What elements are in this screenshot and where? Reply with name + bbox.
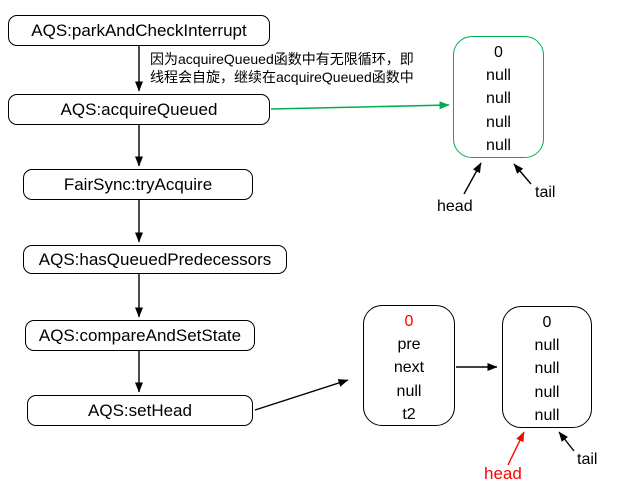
flow-box-park-and-check-interrupt: AQS:parkAndCheckInterrupt — [8, 15, 270, 46]
new-head-queue-node: 0 null null null null — [502, 306, 592, 428]
flow-box-label: AQS:parkAndCheckInterrupt — [31, 20, 247, 40]
node-field-next: next — [393, 359, 425, 377]
flow-box-label: AQS:setHead — [88, 400, 192, 420]
flow-box-label: AQS:hasQueuedPredecessors — [38, 249, 272, 269]
flow-box-set-head: AQS:setHead — [27, 395, 253, 426]
flow-box-has-queued-predecessors: AQS:hasQueuedPredecessors — [23, 245, 287, 274]
arrow-red-head-label-to-new-head-node — [507, 431, 525, 466]
arrow-acquirequeued-to-initial-queue — [270, 101, 450, 110]
node-field: null — [534, 360, 560, 378]
tail-pointer-label: tail — [577, 451, 598, 468]
node-field: null — [486, 136, 511, 154]
red-head-pointer-label: head — [484, 464, 522, 483]
arrow-tail-label-to-new-head-node — [558, 431, 575, 452]
flow-box-label: AQS:compareAndSetState — [38, 325, 242, 345]
flow-box-label: FairSync:tryAcquire — [63, 174, 213, 194]
node-field-pre: pre — [397, 336, 421, 354]
node-field: null — [486, 113, 511, 131]
initial-queue-node: 0 null null null null — [453, 36, 544, 158]
node-field: null — [486, 67, 511, 85]
node-field: null — [534, 337, 560, 355]
flow-box-acquire-queued: AQS:acquireQueued — [8, 94, 270, 125]
node-field: null — [396, 382, 422, 400]
node-field: null — [534, 406, 560, 424]
arrow-sethead-to-t2-node — [254, 379, 349, 411]
flow-box-try-acquire: FairSync:tryAcquire — [23, 169, 253, 200]
loop-annotation: 因为acquireQueued函数中有无限循环，即 线程会自旋，继续在acqui… — [150, 50, 414, 86]
node-field-state: 0 — [404, 313, 414, 330]
tail-pointer-label: tail — [535, 184, 556, 201]
arrow-tail-label-to-initial-queue — [513, 163, 532, 185]
loop-annotation-line2: 线程会自旋，继续在acquireQueued函数中 — [150, 69, 414, 85]
node-field: null — [534, 383, 560, 401]
node-field-state: 0 — [494, 44, 503, 61]
flow-box-compare-and-set-state: AQS:compareAndSetState — [25, 320, 255, 351]
node-field-state: 0 — [542, 314, 552, 331]
node-field-thread: t2 — [402, 405, 416, 423]
head-pointer-label: head — [437, 198, 473, 215]
arrow-head-label-to-initial-queue — [463, 162, 482, 195]
loop-annotation-line1: 因为acquireQueued函数中有无限循环，即 — [150, 51, 414, 67]
t2-queue-node: 0 pre next null t2 — [363, 305, 455, 426]
node-field: null — [486, 90, 511, 108]
flow-box-label: AQS:acquireQueued — [60, 99, 218, 119]
